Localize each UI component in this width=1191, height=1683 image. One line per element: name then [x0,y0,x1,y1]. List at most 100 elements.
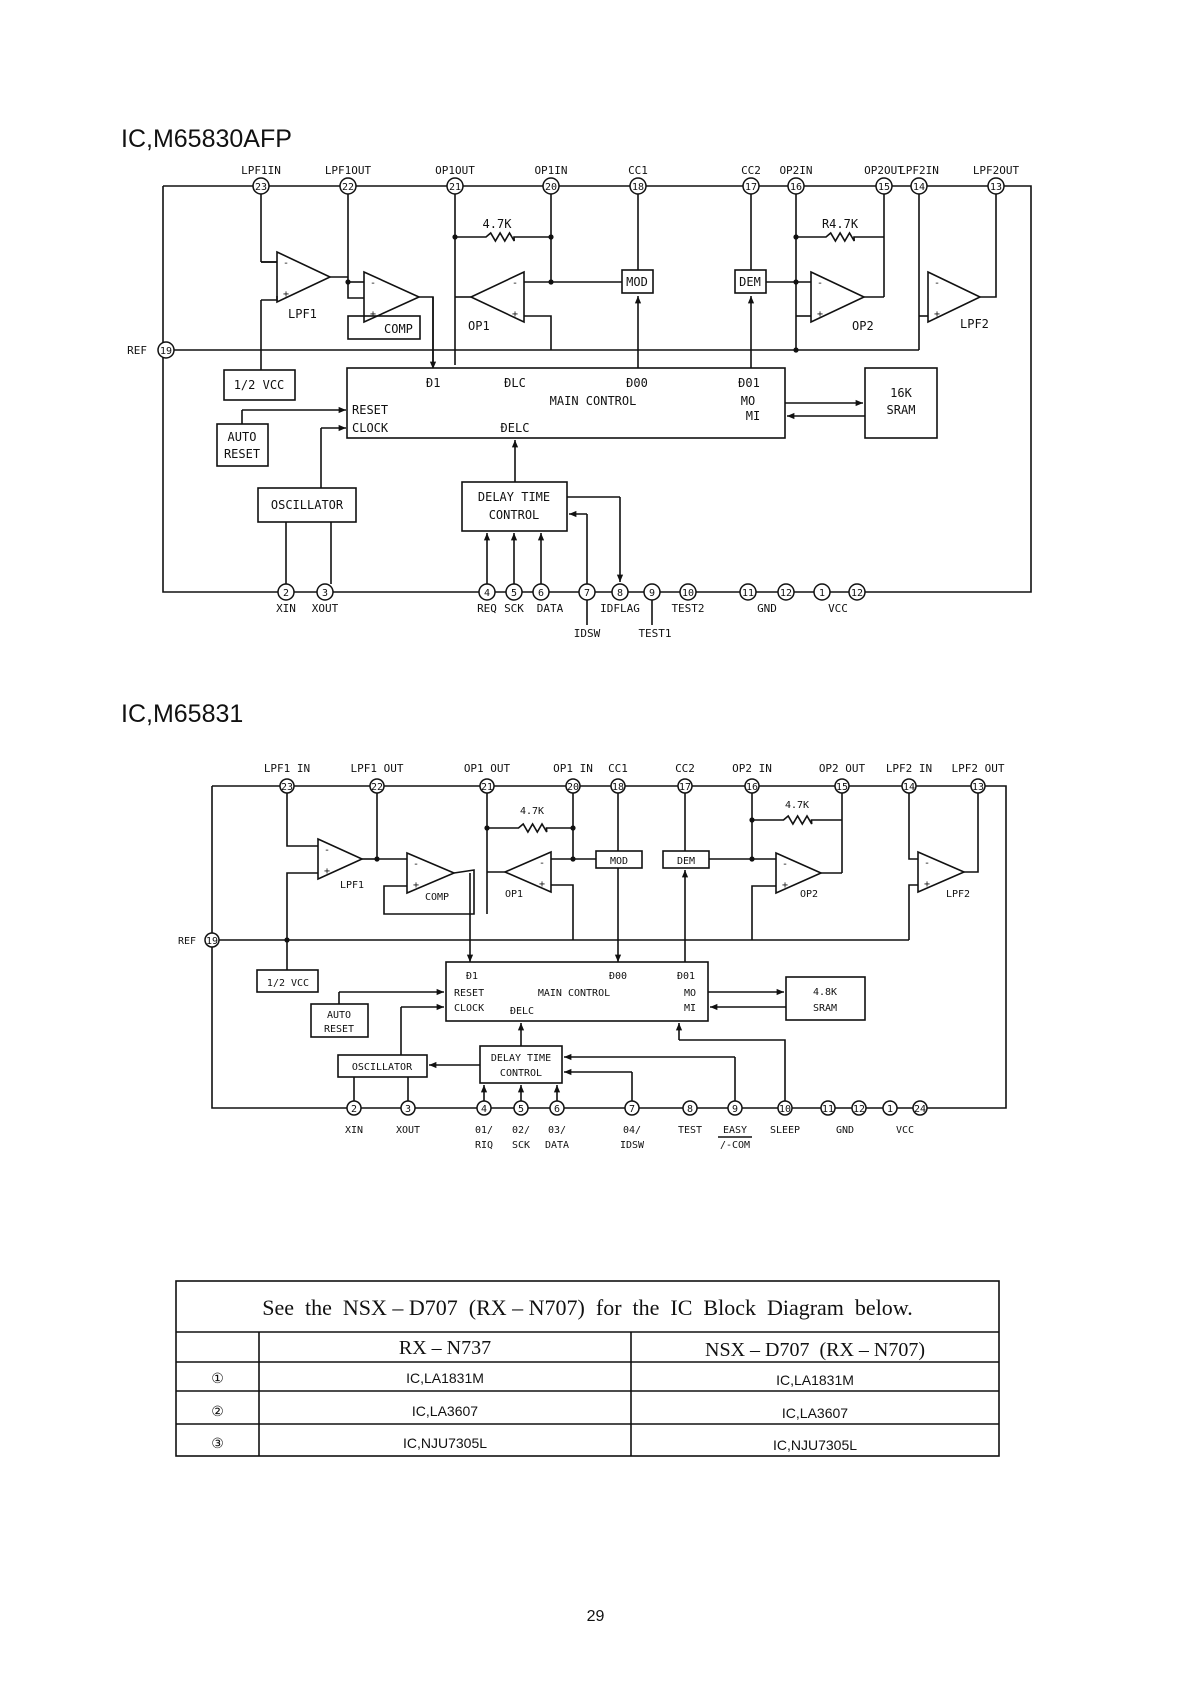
pin-number: 13 [990,182,1002,193]
mod-block-2 [595,850,643,869]
ref-label: REF [127,344,147,357]
half-vcc-block [223,369,296,401]
main2-mo: MO [684,988,696,999]
sram-block [864,367,938,439]
wire [964,793,979,873]
arrow-head [517,1085,525,1093]
diagram1-title: IC,M65830AFP [121,125,292,153]
dem-label: DEM [739,275,761,289]
pin2-label-3: XOUT [396,1125,420,1136]
pin-11 [820,1100,836,1116]
plus-sign: + [413,880,419,891]
main-reset: RESET [352,403,388,417]
pin2-label-21: OP1 OUT [464,762,511,775]
plus-sign: + [283,289,289,300]
op1-2-label: OP1 [505,889,523,900]
arrow-head [436,988,444,996]
half-vcc-label: 1/2 VCC [234,378,285,392]
delay-time-block-2 [479,1045,563,1084]
pin-number: 8 [687,1104,693,1115]
junction-dot [749,856,755,862]
table-cell-rx-n737: IC,NJU7305L [403,1435,487,1451]
sram-block-2 [785,976,866,1021]
pin-label-13: LPF2OUT [973,164,1020,177]
minus-sign: - [370,278,376,289]
pin-number: 16 [790,182,802,193]
wire [419,296,434,365]
vcc-label: VCC [828,602,848,615]
gnd-label: GND [757,602,777,615]
pin-number: 21 [449,182,461,193]
main2-delc: ĐELC [510,1006,534,1017]
wire [908,884,918,940]
pin-12 [851,1100,867,1116]
arrow-head [616,574,624,582]
pin-number: 22 [342,182,354,193]
lpf1-label: LPF1 [288,307,317,321]
mod-label: MOD [626,275,648,289]
table-cell-nsx-d707: IC,LA3607 [782,1405,848,1421]
pin-number: 2 [283,588,289,599]
plus-sign: + [934,309,940,320]
pin2-label-13: LPF2 OUT [952,762,1005,775]
wire [347,194,364,299]
main-mo: MO [741,394,755,408]
pin-number: 12 [780,588,792,599]
main-clock: CLOCK [352,421,389,435]
minus-sign: - [539,858,545,869]
pin-12 [777,583,795,601]
plus-sign: + [924,879,930,890]
pin2-label-2: XIN [345,1125,363,1136]
plus-sign: + [370,309,376,320]
main2-clock: CLOCK [454,1003,484,1014]
gnd2-label: GND [836,1125,854,1136]
pin-number: 10 [682,588,694,599]
minus-sign: - [924,858,930,869]
arrow-head [564,1068,572,1076]
pin-label-7: IDSW [574,627,601,640]
arrow-head [480,1085,488,1093]
pin-number: 20 [545,182,557,193]
pin-label-18: CC1 [628,164,648,177]
wire [383,869,475,915]
resistor2-4.7k-b [780,814,815,826]
pin-number: 3 [405,1104,411,1115]
op2-2-label: OP2 [800,889,818,900]
table-cell-rx-n737: IC,LA3607 [412,1403,478,1419]
pin-8 [611,583,629,601]
pin2-label-5: 02/ [512,1125,530,1136]
sram-label: SRAM [887,403,916,417]
arrow-head [429,361,437,369]
comp-amp-2 [406,851,457,895]
lpf2-2-label: LPF2 [946,889,970,900]
main-d00: Đ00 [626,376,648,390]
minus-sign: - [934,278,940,289]
auto-reset-block [216,423,269,467]
lpf1-amp [276,250,332,304]
oscillator-block-2 [337,1054,428,1078]
pin-number: 6 [554,1104,560,1115]
pin-number: 13 [972,782,984,793]
pin-number: 16 [746,782,758,793]
pin-number: 21 [481,782,493,793]
lpf2-label: LPF2 [960,317,989,331]
pin2-label-4b: RIQ [475,1140,493,1151]
pin-number: 7 [629,1104,635,1115]
pin-label-23: LPF1IN [241,164,281,177]
lpf1-2-label: LPF1 [340,880,364,891]
pin-label-6: DATA [537,602,564,615]
pin-label-10: TEST2 [671,602,704,615]
table-row-index: ③ [211,1435,224,1451]
pin-11 [739,583,757,601]
pin-label-16: OP2IN [779,164,812,177]
main-control-title: MAIN CONTROL [550,394,637,408]
delay-label1: DELAY TIME [478,490,550,504]
pin-label-14: LPF2IN [899,164,939,177]
main-delc: ĐELC [501,421,530,435]
pin-number: 17 [679,782,691,793]
wire [908,793,918,860]
pin-number: 18 [632,182,644,193]
arrow-head [710,1003,718,1011]
junction-dot [570,856,576,862]
